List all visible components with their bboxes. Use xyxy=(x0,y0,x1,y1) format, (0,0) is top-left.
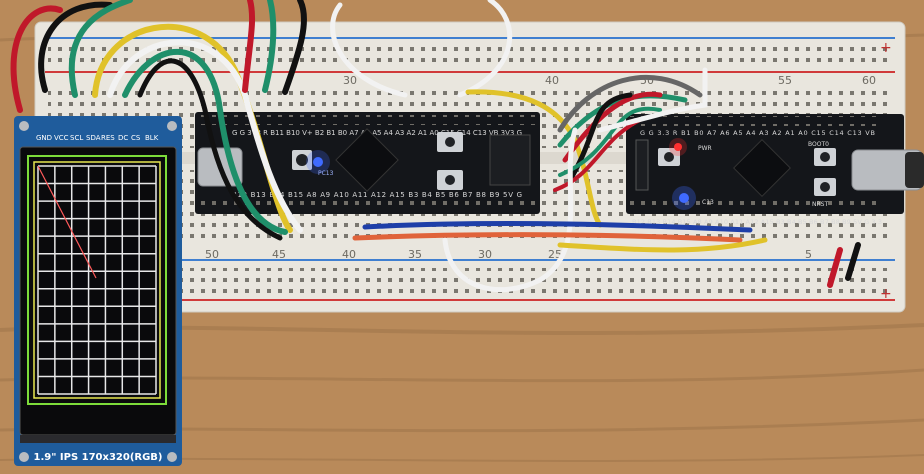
board-pin-labels-bottom: B12 B13 B14 B15 A8 A9 A10 A11 A12 A15 B3… xyxy=(632,218,882,226)
pin-label: SDA xyxy=(86,134,101,142)
pin-header-top-left xyxy=(200,115,535,125)
pin-label: DC xyxy=(118,134,128,142)
board-label: PWR xyxy=(698,145,712,152)
led-red xyxy=(674,143,682,151)
board-pin-labels-top: G G 3.3 R B1 B0 A7 A6 A5 A4 A3 A2 A1 A0 … xyxy=(640,129,875,137)
button-cap xyxy=(445,137,455,147)
pin-header-bottom-right xyxy=(630,200,880,210)
mount-hole xyxy=(167,452,177,462)
pin-label: CS xyxy=(131,134,141,142)
pin-label: SCL xyxy=(70,134,83,142)
led-glow xyxy=(669,138,687,156)
row-number: 40 xyxy=(342,248,356,261)
pin-header-bottom-left xyxy=(200,200,535,210)
row-number: 60 xyxy=(862,74,876,87)
pin-label: GND xyxy=(36,134,52,142)
screen-diagonal-line xyxy=(37,165,97,279)
mcu-chip-right xyxy=(733,139,791,197)
button-cap xyxy=(820,182,830,192)
led-glow xyxy=(672,186,696,210)
button-cap xyxy=(664,152,674,162)
screen-grid xyxy=(37,165,157,395)
usb-cable xyxy=(905,152,924,188)
row-number: 30 xyxy=(343,74,357,87)
swd-header-right xyxy=(635,139,649,191)
rail-plus-sign: + xyxy=(880,40,892,56)
pin-label: BLK xyxy=(145,134,159,142)
row-number: 5 xyxy=(805,248,812,261)
led-blue xyxy=(679,193,689,203)
screen-border-inner xyxy=(33,161,161,399)
led-blue xyxy=(313,157,323,167)
screen-border-outer xyxy=(27,155,167,405)
pin-header-top-right xyxy=(630,116,880,126)
board-label: PC13 xyxy=(318,170,334,177)
display-pin-labels: GND VCC SCL SDA RES DC CS BLK xyxy=(36,134,159,142)
board-pin-labels-top: G G 3V3 R B11 B10 V+ B2 B1 B0 A7 A6 A5 A… xyxy=(232,129,522,137)
row-number: 45 xyxy=(272,248,286,261)
row-number: 55 xyxy=(778,74,792,87)
jumper-wires xyxy=(10,0,861,293)
button-cap xyxy=(445,175,455,185)
display-flex xyxy=(20,435,176,443)
pin-label: VCC xyxy=(54,134,69,142)
led-glow xyxy=(306,150,330,174)
row-number: 40 xyxy=(545,74,559,87)
display-panel xyxy=(19,146,177,436)
rail-plus-sign: + xyxy=(880,286,892,302)
board-pin-labels-bottom: B12 B13 B14 B15 A8 A9 A10 A11 A12 A15 B3… xyxy=(232,191,522,199)
display-caption: 1.9" IPS 170x320(RGB) xyxy=(33,452,162,463)
board-label: BOOT0 xyxy=(808,141,829,148)
row-number: 35 xyxy=(408,248,422,261)
mount-hole xyxy=(19,121,29,131)
mount-hole xyxy=(167,121,177,131)
pin-label: RES xyxy=(101,134,115,142)
row-number: 30 xyxy=(478,248,492,261)
board-label: NRST xyxy=(812,201,828,208)
holes-rail-top xyxy=(48,45,893,65)
mcu-chip-left xyxy=(335,128,399,192)
mount-hole xyxy=(19,452,29,462)
button-cap xyxy=(820,152,830,162)
button-cap xyxy=(296,154,308,166)
board-label: C13 xyxy=(702,199,714,206)
swd-header-left xyxy=(489,134,531,186)
row-number: 50 xyxy=(205,248,219,261)
